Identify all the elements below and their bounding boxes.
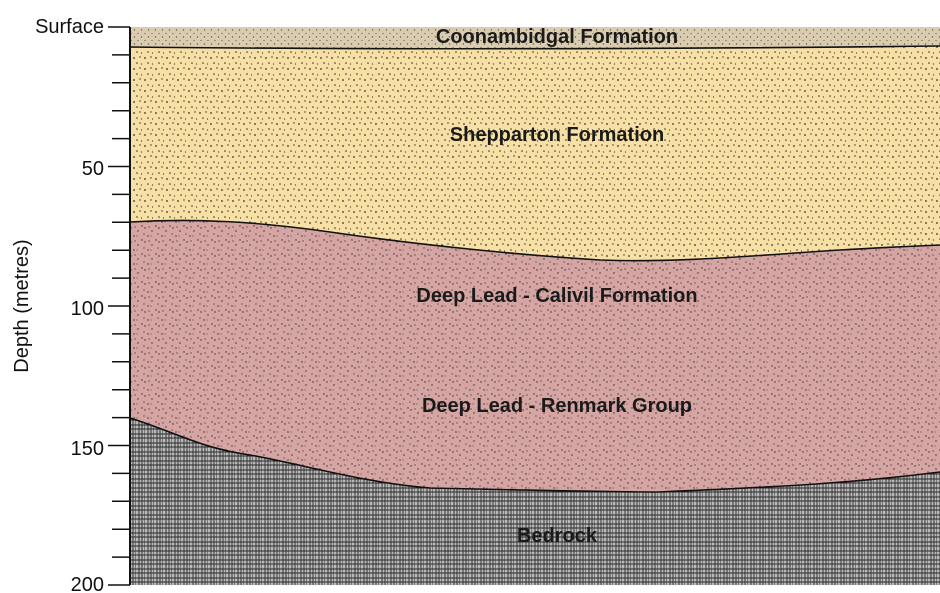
label-shepparton: Shepparton Formation xyxy=(450,124,664,146)
label-calivil: Deep Lead - Calivil Formation xyxy=(416,285,697,307)
axis-title: Depth (metres) xyxy=(11,239,33,372)
tick-label-200: 200 xyxy=(71,574,104,593)
surface-label: Surface xyxy=(35,16,104,38)
tick-label-150: 150 xyxy=(71,438,104,460)
tick-label-100: 100 xyxy=(71,298,104,320)
label-coonambidgal: Coonambidgal Formation xyxy=(436,26,678,48)
layer-deep-lead xyxy=(130,220,940,492)
label-renmark: Deep Lead - Renmark Group xyxy=(422,395,692,417)
depth-axis xyxy=(108,27,130,585)
label-bedrock: Bedrock xyxy=(517,525,598,547)
tick-label-50: 50 xyxy=(82,158,104,180)
